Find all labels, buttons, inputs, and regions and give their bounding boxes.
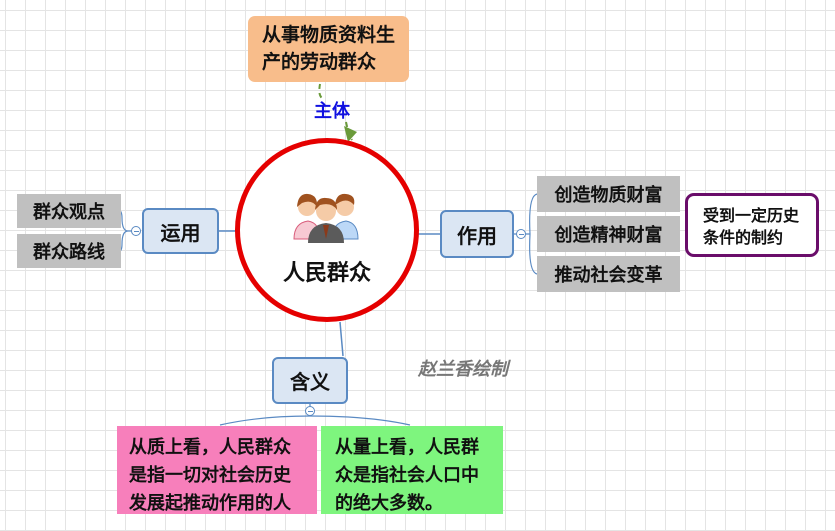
- quantity-line1: 从量上看，人民群: [335, 437, 479, 458]
- collapse-toggle-role[interactable]: [516, 229, 526, 239]
- collapse-toggle-meaning[interactable]: [305, 406, 315, 416]
- role-constraint-note[interactable]: 受到一定历史 条件的制约: [685, 193, 819, 257]
- quality-line1: 从质上看，人民群众: [129, 437, 291, 458]
- meaning-quantity-node[interactable]: 从量上看，人民群 众是指社会人口中 的绝大多数。: [321, 426, 503, 514]
- application-item-mass-viewpoint[interactable]: 群众观点: [17, 194, 121, 228]
- topic-role[interactable]: 作用: [440, 210, 514, 258]
- central-topic-title: 人民群众: [282, 261, 371, 286]
- meaning-quality-node[interactable]: 从质上看，人民群众 是指一切对社会历史 发展起推动作用的人: [117, 426, 317, 514]
- subject-text-line2: 产的劳动群众: [262, 51, 377, 73]
- role-item-spiritual-wealth[interactable]: 创造精神财富: [537, 216, 680, 252]
- topic-application[interactable]: 运用: [142, 208, 219, 254]
- application-item-mass-line[interactable]: 群众路线: [17, 234, 121, 268]
- quantity-line3: 的绝大多数。: [335, 493, 443, 514]
- quality-line3: 发展起推动作用的人: [129, 493, 291, 514]
- quality-line2: 是指一切对社会历史: [129, 465, 291, 486]
- author-watermark: 赵兰香绘制: [418, 359, 508, 380]
- subject-node[interactable]: 从事物质资料生 产的劳动群众: [248, 16, 409, 82]
- subject-text-line1: 从事物质资料生: [262, 24, 396, 46]
- role-item-social-change[interactable]: 推动社会变革: [537, 256, 680, 292]
- collapse-toggle-application[interactable]: [131, 226, 141, 236]
- relation-label: 主体: [314, 101, 350, 122]
- note-line1: 受到一定历史: [703, 206, 800, 225]
- people-group-icon: [293, 193, 359, 243]
- role-item-material-wealth[interactable]: 创造物质财富: [537, 176, 680, 212]
- central-topic[interactable]: [235, 138, 419, 322]
- note-line2: 条件的制约: [703, 228, 784, 247]
- topic-meaning[interactable]: 含义: [272, 357, 348, 404]
- quantity-line2: 众是指社会人口中: [335, 465, 479, 486]
